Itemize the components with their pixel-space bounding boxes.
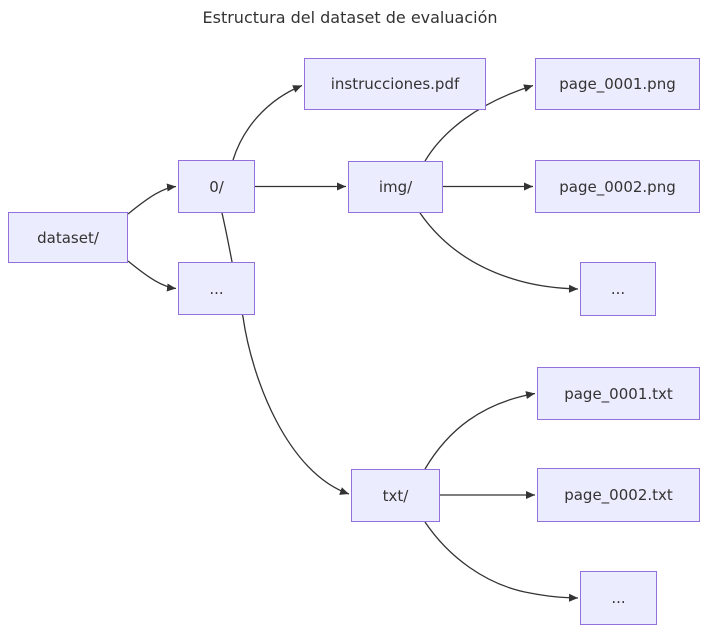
node-more-folders: ... <box>178 262 255 315</box>
edge-0-to-txt <box>221 212 350 495</box>
node-dataset: dataset/ <box>8 212 128 263</box>
node-instrucciones-pdf: instrucciones.pdf <box>304 58 486 110</box>
node-page-0002-txt: page_0002.txt <box>537 468 700 522</box>
edge-img-to-more-images <box>419 212 579 293</box>
diagram-title: Estructura del dataset de evaluación <box>202 8 498 27</box>
edge-img-to-page-0001-png <box>424 84 534 162</box>
edge-0-to-instrucciones-pdf <box>232 84 303 161</box>
node-more-texts: ... <box>580 571 657 625</box>
node-page-0001-txt: page_0001.txt <box>537 367 700 420</box>
node-more-images: ... <box>580 262 656 316</box>
node-page-0001-png: page_0001.png <box>535 58 700 110</box>
edge-dataset-to-0 <box>127 183 177 215</box>
edge-txt-to-more-texts <box>424 521 579 602</box>
edge-txt-to-page-0001-txt <box>424 391 536 470</box>
node-img-folder: img/ <box>348 161 443 213</box>
node-page-0002-png: page_0002.png <box>535 160 700 213</box>
node-txt-folder: txt/ <box>351 469 440 522</box>
node-folder-0: 0/ <box>178 160 255 213</box>
edge-dataset-to-more-folders <box>127 260 177 292</box>
